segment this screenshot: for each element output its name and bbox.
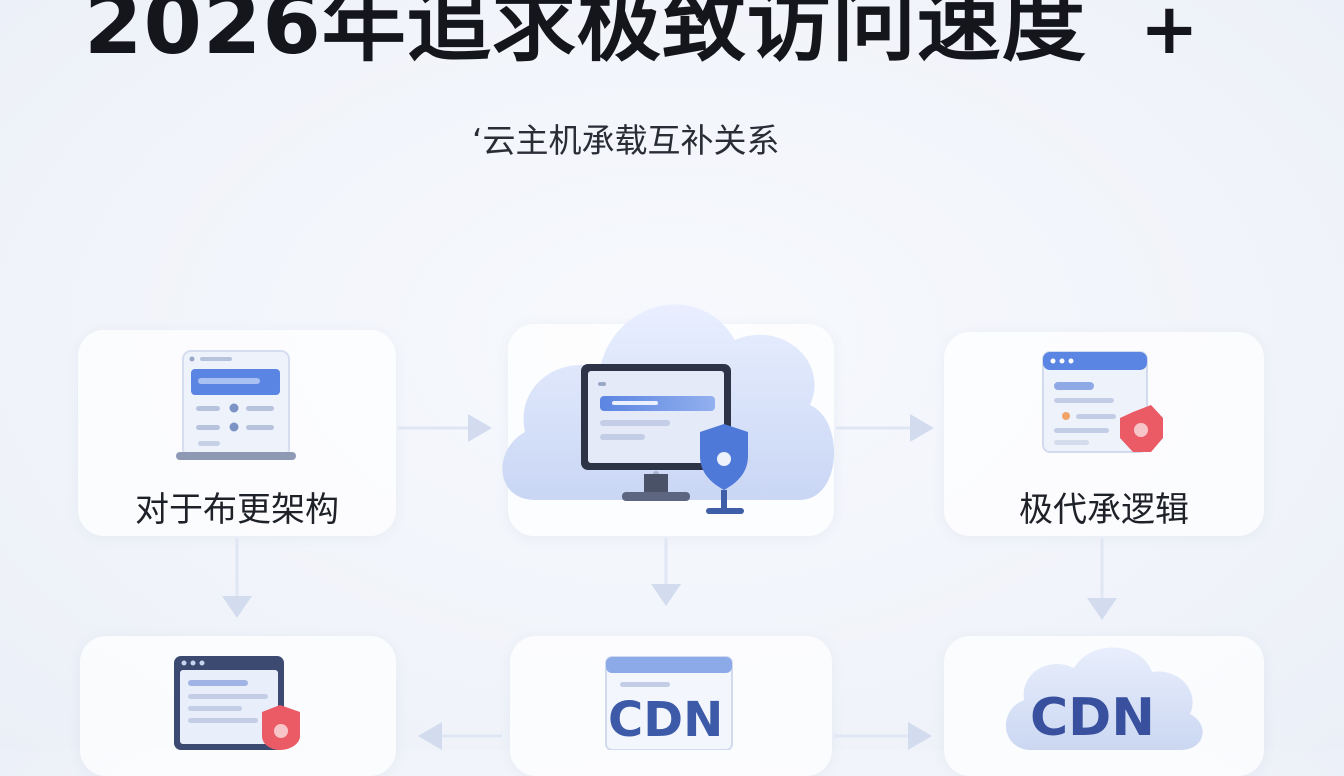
page-title: 2026年追求极致访问速度 xyxy=(84,0,1087,73)
arrow-e-to-d xyxy=(418,722,502,750)
arrow-c-down xyxy=(1087,538,1117,620)
cdn-label-cloud: CDN xyxy=(1030,688,1155,748)
browser-shield-icon-bottom-left xyxy=(174,656,300,750)
arrow-b-down xyxy=(651,538,681,606)
website-layout-icon xyxy=(176,350,296,460)
cdn-label-document: CDN xyxy=(608,692,724,748)
diagram-graphics xyxy=(174,304,1203,750)
cdn-document-icon xyxy=(605,656,733,750)
node-label-logic: 极代承逻辑 xyxy=(1019,490,1189,530)
cloud-server-icon xyxy=(502,304,835,514)
arrow-b-to-c xyxy=(836,414,934,442)
arrow-e-to-f xyxy=(834,722,932,750)
node-label-architecture: 对于布更架构 xyxy=(135,490,339,530)
arrow-a-down xyxy=(222,538,252,618)
browser-shield-icon-top-right xyxy=(1042,351,1163,453)
cdn-cloud-icon xyxy=(1005,647,1203,750)
page-subtitle: ‘云主机承载互补关系 xyxy=(472,121,780,160)
arrow-a-to-b xyxy=(398,414,492,442)
plus-icon: + xyxy=(1140,0,1199,70)
